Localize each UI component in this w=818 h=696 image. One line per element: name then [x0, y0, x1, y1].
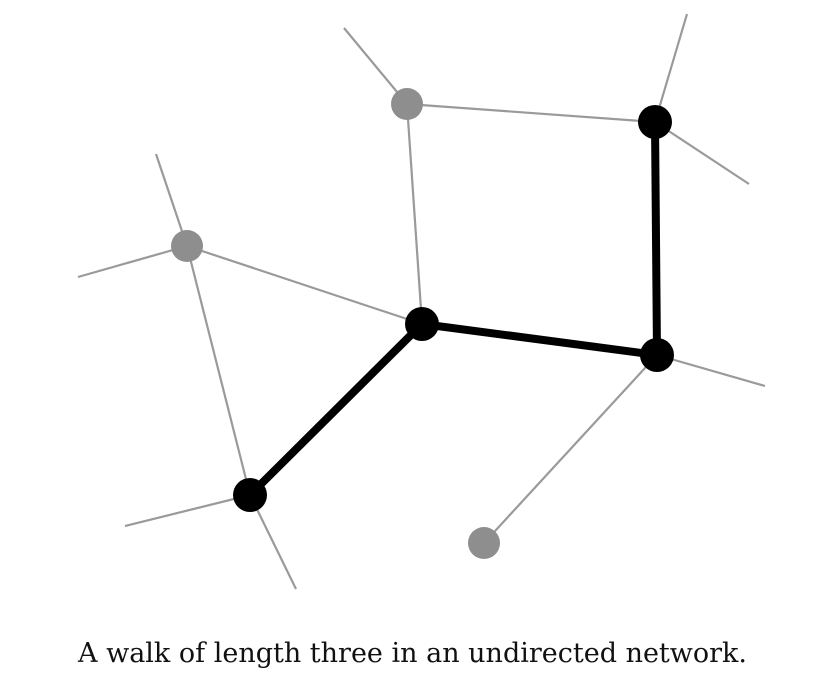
walk-edges [246, 118, 661, 499]
edge-n1-n4 [405, 102, 424, 326]
node-n1 [391, 88, 423, 120]
edge-n3-n4 [185, 244, 424, 326]
edges [185, 102, 659, 545]
dangling-edge [654, 121, 750, 185]
figure-caption: A walk of length three in an undirected … [78, 638, 748, 669]
dangling-edge [124, 493, 251, 528]
walk-node-n6 [233, 478, 267, 512]
node-n3 [171, 230, 203, 262]
walk-edge-n5-n2 [651, 118, 661, 359]
edge-n1-n2 [405, 102, 657, 124]
walk-edge-n4-n5 [418, 320, 661, 359]
dangling-edge [656, 353, 766, 388]
walk-node-n4 [405, 307, 439, 341]
dangling-edge [249, 494, 297, 590]
node-n7 [468, 527, 500, 559]
walk-edge-n4-n6 [246, 320, 426, 499]
edge-n3-n6 [185, 244, 252, 497]
network-diagram [77, 13, 766, 590]
dangling-edge [77, 244, 188, 279]
dangling-edge [343, 27, 408, 105]
edge-n5-n7 [482, 353, 659, 545]
walk-node-n5 [640, 338, 674, 372]
nodes [171, 88, 674, 559]
dangling-edge [653, 13, 689, 123]
dangling-edges [77, 13, 766, 590]
walk-node-n2 [638, 105, 672, 139]
dangling-edge [154, 153, 189, 247]
